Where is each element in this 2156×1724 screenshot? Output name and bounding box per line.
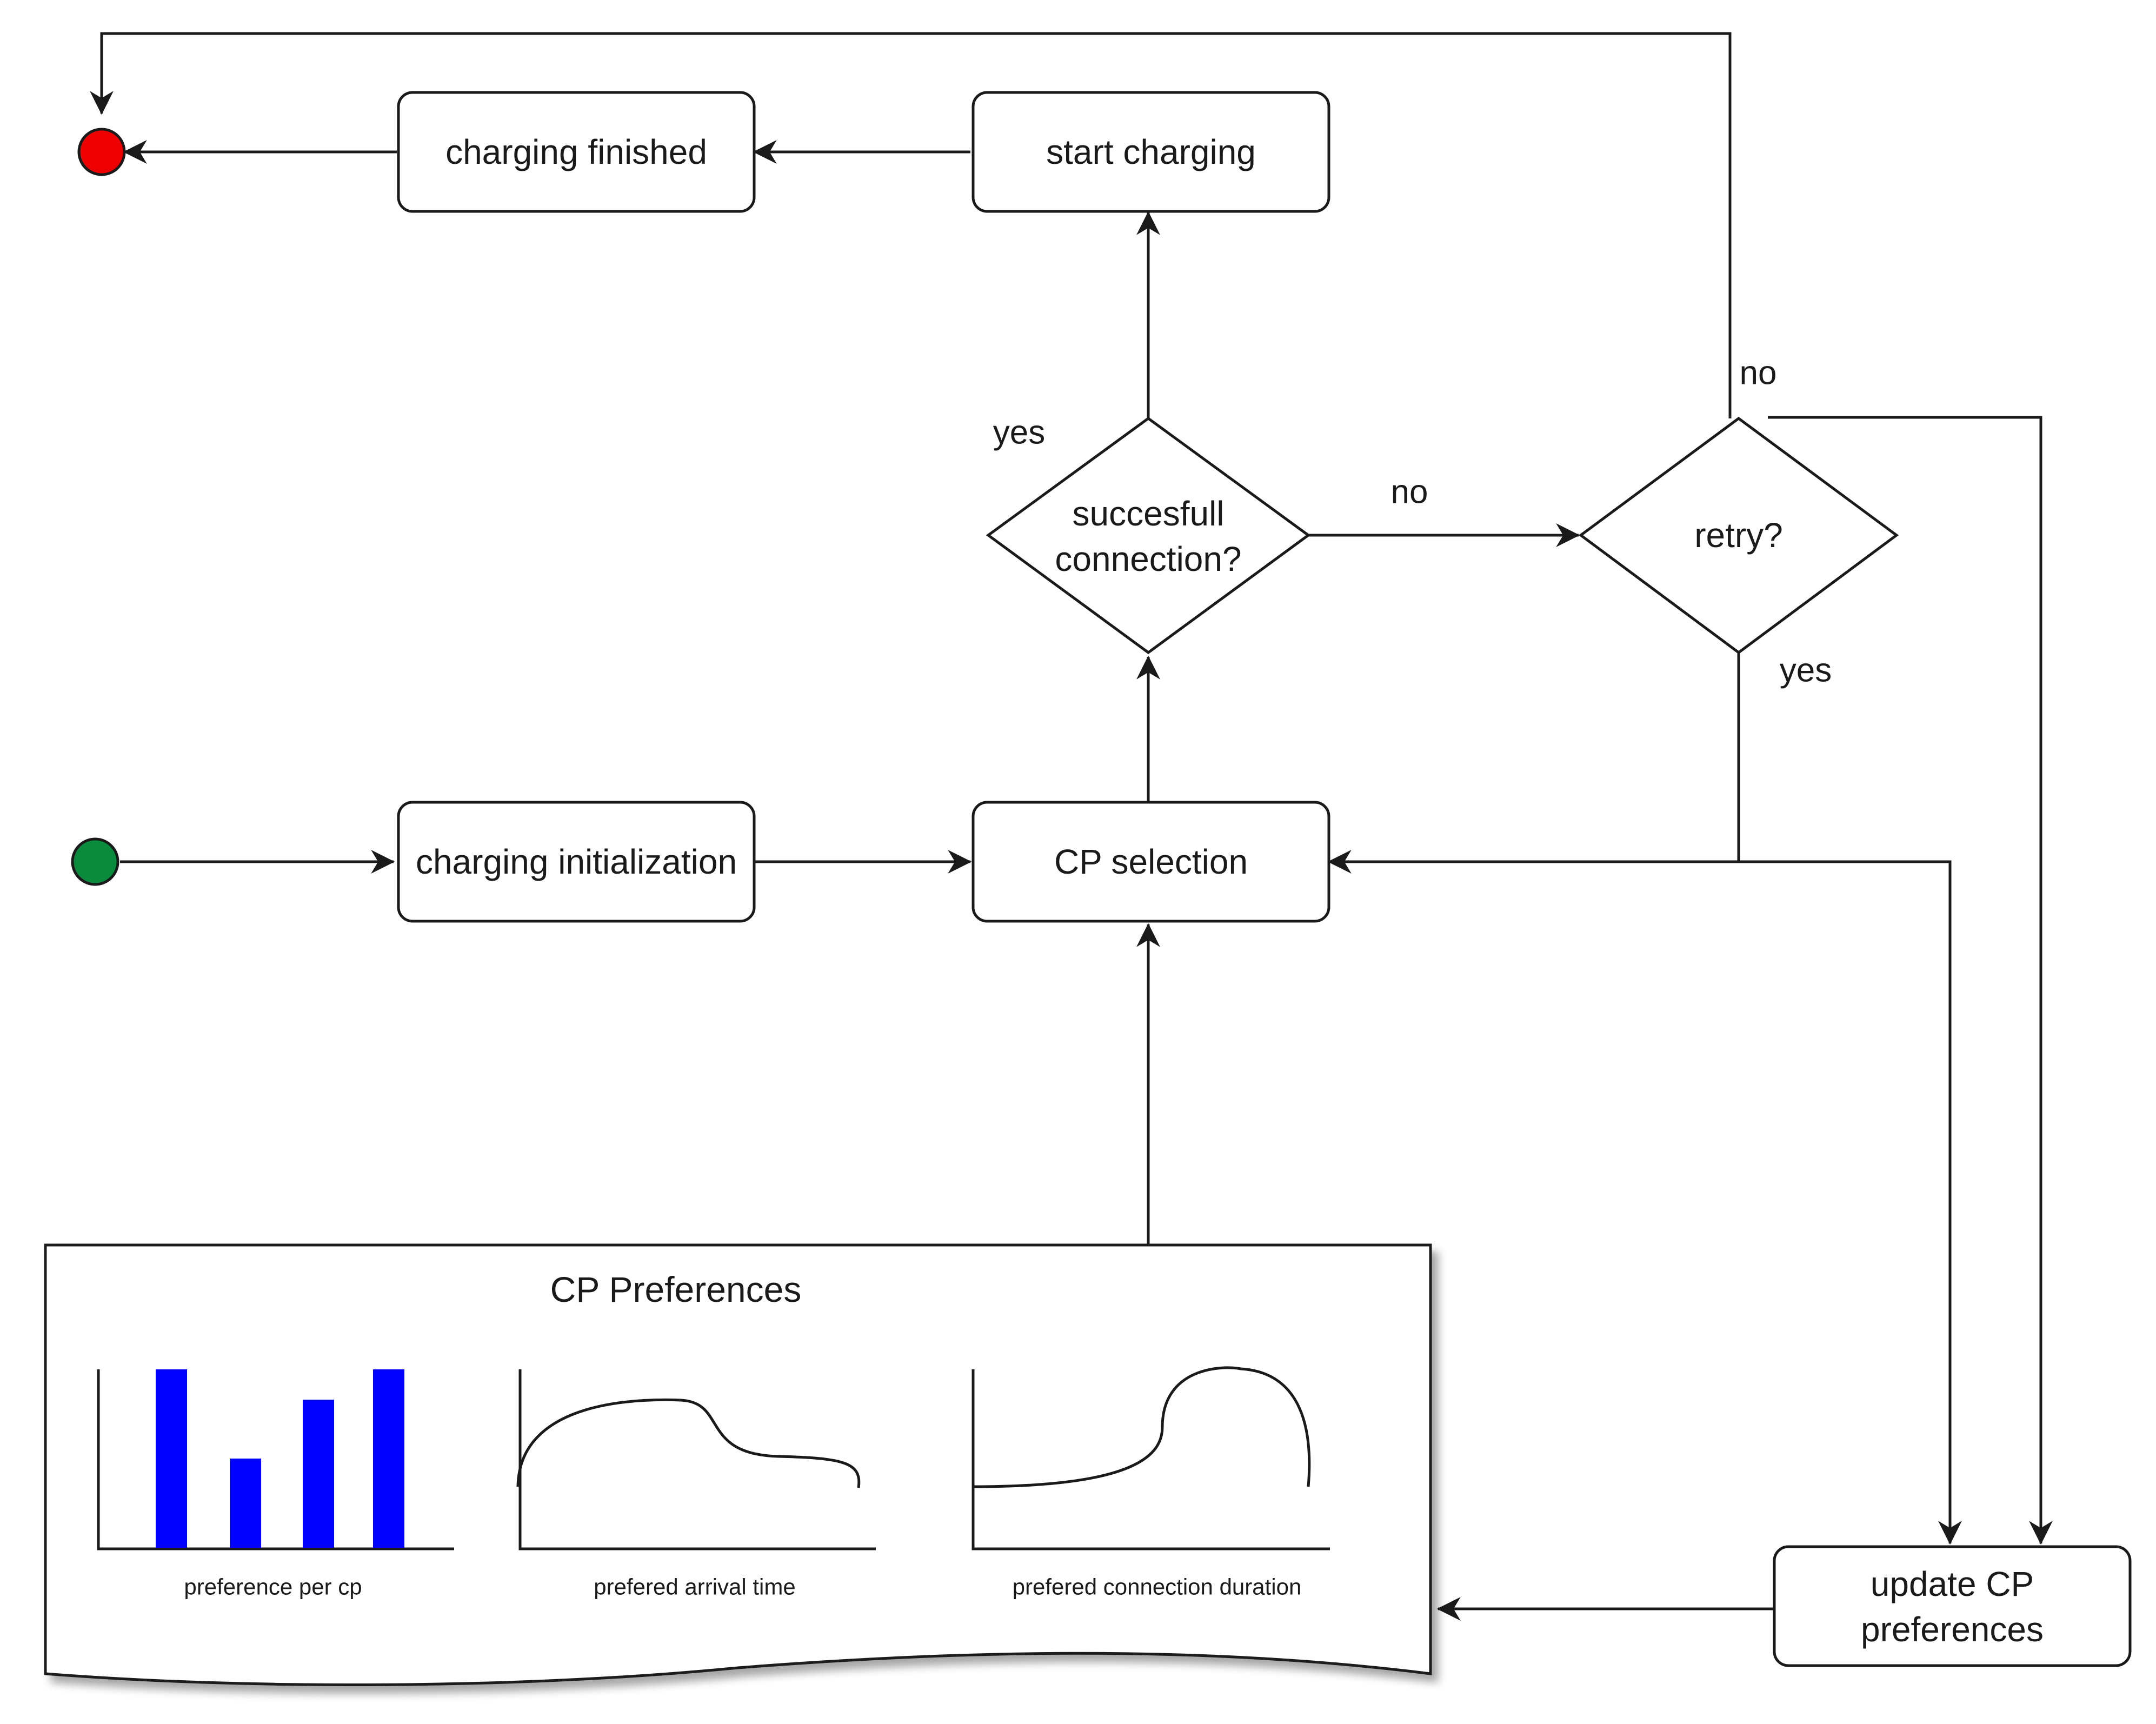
preference-per-cp-chart: preference per cp <box>97 1369 454 1600</box>
charging-finished-box <box>397 91 756 213</box>
connection-duration-curve <box>973 1366 1311 1488</box>
retry-label: retry? <box>1694 516 1783 555</box>
edge-retry-no-to-end <box>90 32 1732 418</box>
start-charging-box <box>971 91 1330 213</box>
preference-bar-3 <box>303 1400 334 1548</box>
start-node <box>71 837 119 886</box>
preference-bar-1 <box>156 1369 187 1548</box>
edge-branch-to-update <box>1739 860 1962 1545</box>
cp-selection-box <box>971 801 1330 923</box>
succesfull-connection-decision <box>986 416 1311 655</box>
cp-preferences-document: CP Preferences preference per cp prefere… <box>44 1243 1432 1687</box>
charging-initialization-label: charging initialization <box>416 842 737 881</box>
edge-label-no-retry: no <box>1740 355 1777 392</box>
edge-label-yes-connection: yes <box>993 414 1045 451</box>
cp-preferences-title: CP Preferences <box>550 1269 802 1309</box>
end-node <box>77 128 126 176</box>
update-cp-preferences-label-line2: preferences <box>1861 1610 2044 1649</box>
succesfull-connection-label-line2: connection? <box>1055 540 1241 578</box>
update-cp-preferences-label-line1: update CP <box>1871 1565 2034 1603</box>
update-cp-preferences-box <box>1773 1545 2132 1667</box>
prefered-connection-duration-caption: prefered connection duration <box>1013 1574 1302 1600</box>
prefered-arrival-time-caption: prefered arrival time <box>594 1574 795 1600</box>
preference-per-cp-caption: preference per cp <box>184 1574 362 1600</box>
chart3-axes <box>971 1369 1330 1550</box>
prefered-arrival-time-chart: prefered arrival time <box>516 1369 876 1600</box>
cp-selection-label: CP selection <box>1054 842 1248 881</box>
cp-preferences-document-shape <box>44 1243 1432 1687</box>
chart1-axes <box>97 1369 454 1550</box>
start-charging-label: start charging <box>1046 132 1256 171</box>
preference-bar-4 <box>373 1369 404 1548</box>
chart2-axes <box>518 1369 876 1550</box>
retry-decision <box>1578 416 1899 655</box>
charging-initialization-box <box>397 801 756 923</box>
edge-label-no-connection: no <box>1391 474 1428 511</box>
edge-retry-yes-to-selection <box>1327 653 1740 874</box>
edge-retry-no-to-update <box>1768 416 2053 1545</box>
charging-finished-label: charging finished <box>445 132 707 171</box>
preference-bar-2 <box>230 1459 261 1548</box>
prefered-connection-duration-chart: prefered connection duration <box>971 1366 1330 1600</box>
arrival-time-curve <box>516 1398 861 1488</box>
succesfull-connection-label-line1: succesfull <box>1073 494 1225 533</box>
edge-label-yes-retry: yes <box>1780 652 1832 689</box>
